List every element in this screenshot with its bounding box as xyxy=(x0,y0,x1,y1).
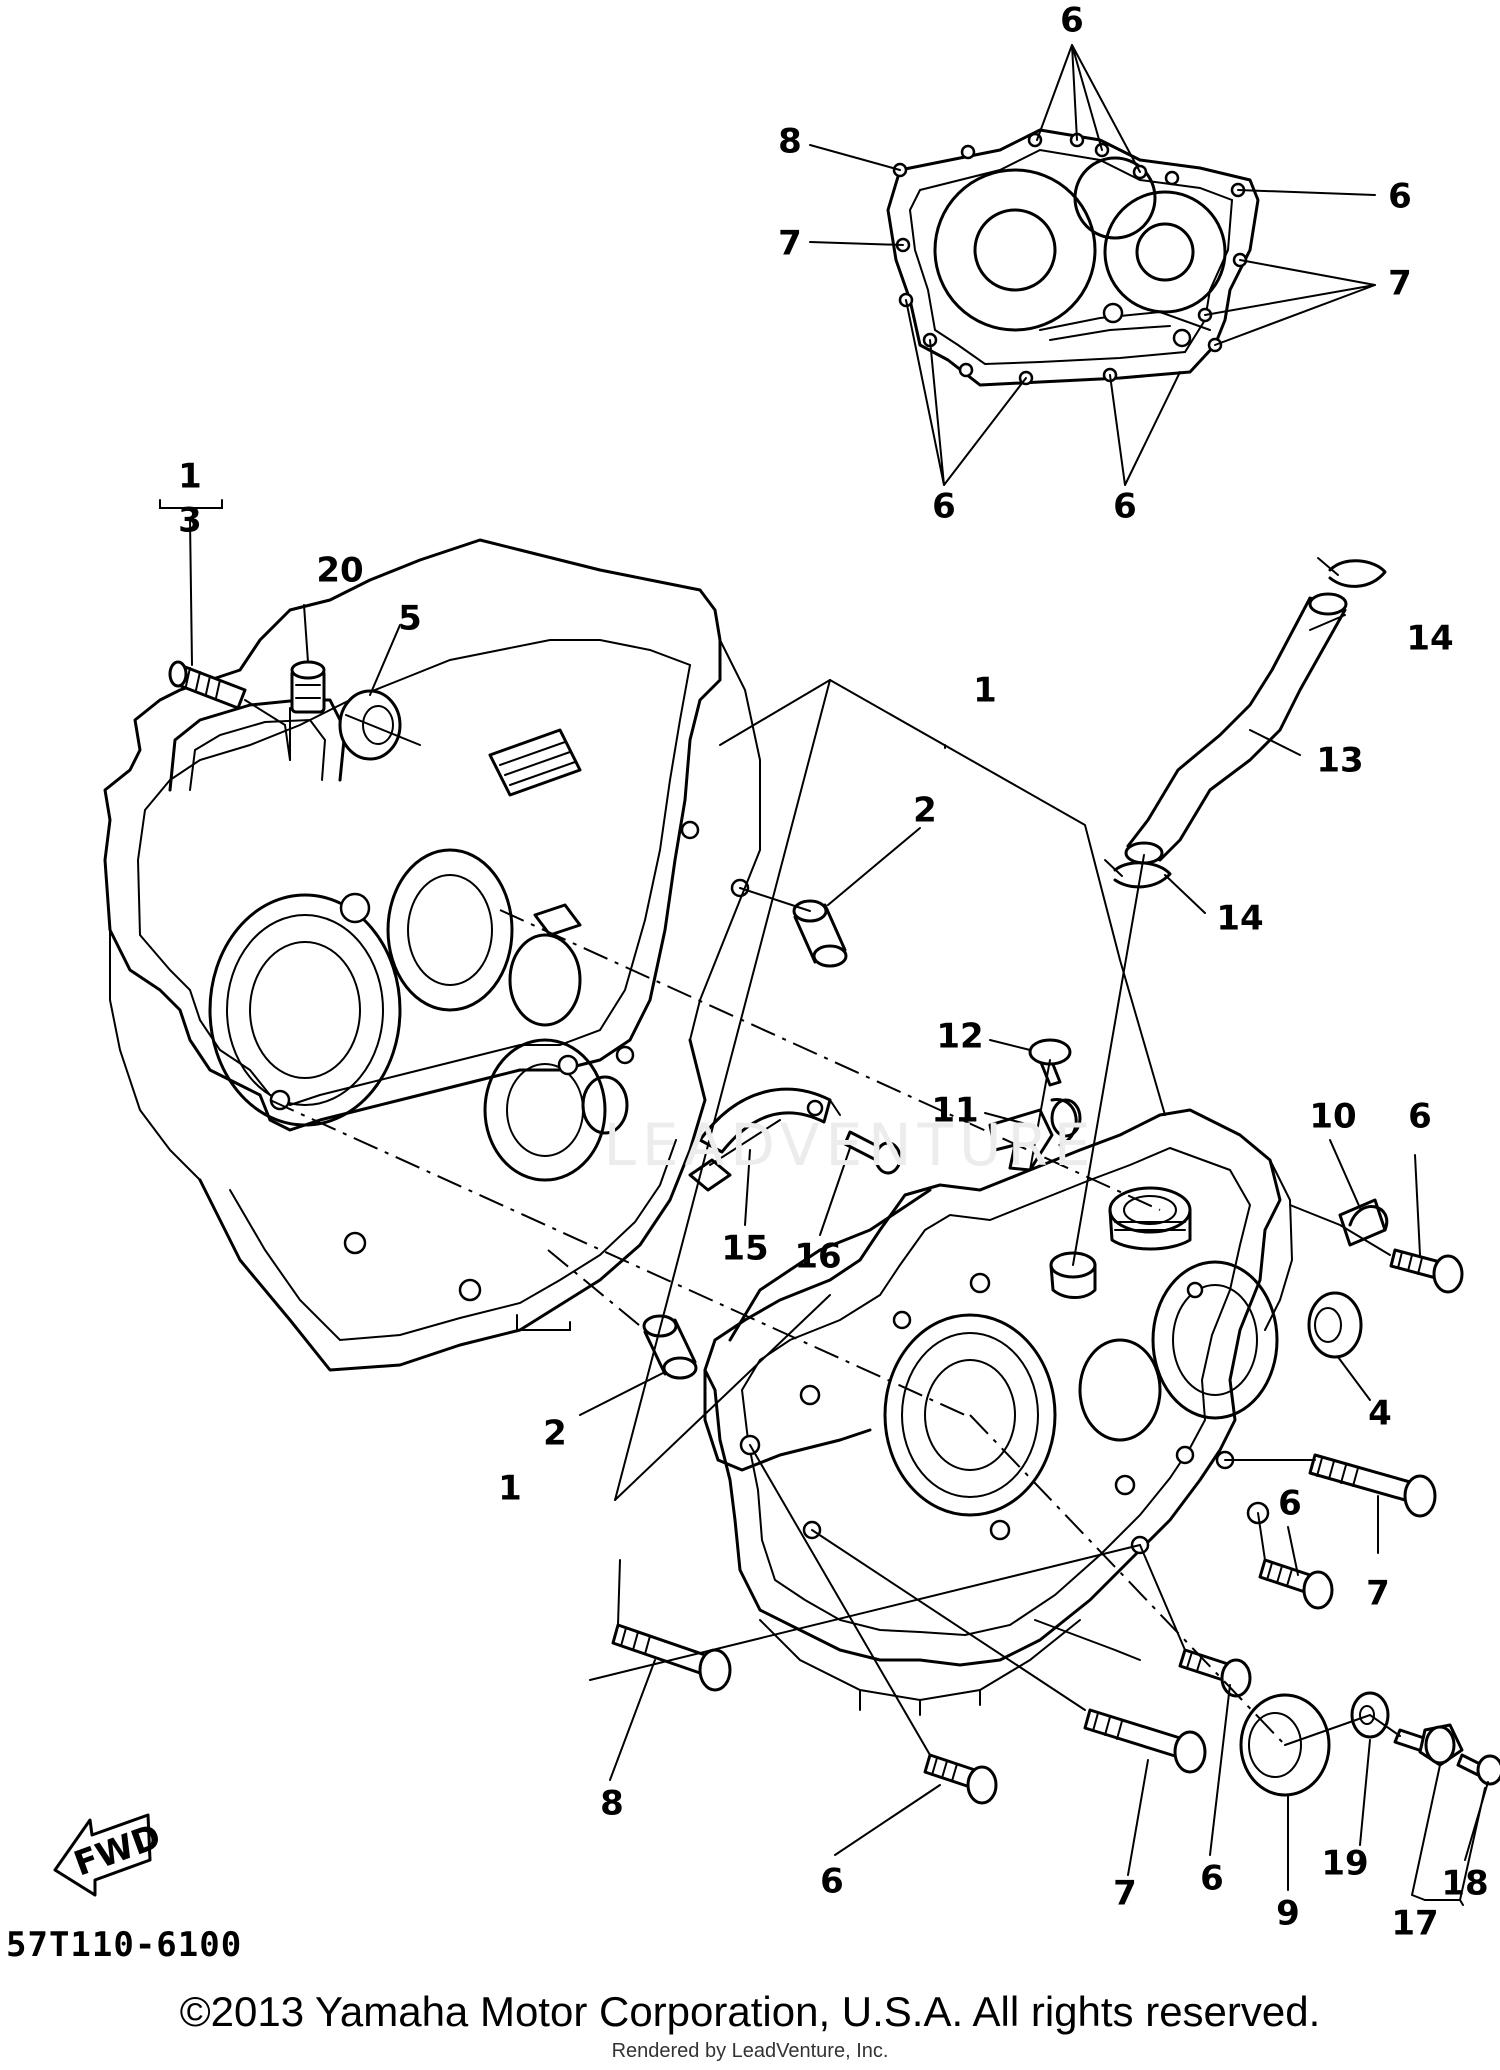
callout-14: 14 xyxy=(1216,899,1263,939)
copyright-notice: ©2013 Yamaha Motor Corporation, U.S.A. A… xyxy=(179,1988,1321,2035)
callout-5: 5 xyxy=(398,599,422,639)
callout-6: 6 xyxy=(932,487,956,527)
callout-9: 9 xyxy=(1276,1894,1300,1934)
hose-clip-lower xyxy=(1104,859,1172,889)
bolt-6-lower-right xyxy=(1178,1648,1252,1698)
stud-pipe xyxy=(168,660,247,710)
bolt-6-lower xyxy=(923,1753,998,1805)
plug xyxy=(290,660,326,714)
callout-2: 2 xyxy=(913,791,937,831)
callout-16: 16 xyxy=(794,1237,841,1277)
callout-17: 17 xyxy=(1391,1904,1438,1944)
screw-18 xyxy=(1456,1753,1500,1786)
callout-6: 6 xyxy=(820,1862,844,1902)
bolt-7-right xyxy=(1308,1453,1437,1518)
assembly-lines xyxy=(244,679,1401,1756)
callout-18: 18 xyxy=(1441,1864,1488,1904)
callout-4: 4 xyxy=(1368,1394,1392,1434)
callout-6: 6 xyxy=(1060,1,1084,41)
callout-13: 13 xyxy=(1316,741,1363,781)
bolt-6-right-mid xyxy=(1258,1558,1334,1610)
hose-clip-upper xyxy=(1317,557,1387,588)
callout-15: 15 xyxy=(721,1229,768,1269)
callout-2: 2 xyxy=(543,1414,567,1454)
callout-8: 8 xyxy=(600,1784,624,1824)
screw-16 xyxy=(843,1130,902,1175)
callout-10: 10 xyxy=(1309,1097,1356,1137)
callout-6: 6 xyxy=(1113,487,1137,527)
callout-11: 11 xyxy=(931,1091,978,1131)
callout-1: 1 xyxy=(178,457,202,497)
bolt-7-lower xyxy=(1083,1708,1207,1774)
callout-7: 7 xyxy=(778,224,802,264)
callout-14: 14 xyxy=(1406,619,1453,659)
left-crankcase-half xyxy=(103,538,761,1372)
dowel-pin-lower xyxy=(642,1314,698,1380)
callout-8: 8 xyxy=(778,122,802,162)
clamp-11 xyxy=(988,1098,1082,1172)
crankcase-inset-view xyxy=(809,44,1376,486)
drain-bolt xyxy=(1393,1723,1464,1767)
diagram-code: 57T110-6100 xyxy=(6,1925,243,1965)
callout-3: 3 xyxy=(178,501,202,541)
callout-12: 12 xyxy=(936,1017,983,1057)
breather-hose xyxy=(1124,592,1348,865)
fwd-arrow-icon: FWD xyxy=(53,1813,166,1897)
callout-6: 6 xyxy=(1388,177,1412,217)
leader-lines xyxy=(159,499,1489,1906)
right-crankcase-half xyxy=(703,1108,1294,1716)
callout-6: 6 xyxy=(1278,1484,1302,1524)
callout-1: 1 xyxy=(498,1469,522,1509)
bolt-8-lower xyxy=(611,1623,732,1692)
callout-19: 19 xyxy=(1321,1844,1368,1884)
watermark: LEADVENTURE xyxy=(604,1111,1097,1179)
callout-7: 7 xyxy=(1366,1574,1390,1614)
callout-labels: 6 8 6 7 7 6 6 1 3 20 5 1 2 14 13 14 12 1… xyxy=(178,1,1489,1944)
dowel-pin-upper xyxy=(792,899,848,968)
bolt-6-right-top xyxy=(1389,1248,1464,1294)
retainer-plate xyxy=(688,1087,832,1192)
clamp-10 xyxy=(1338,1198,1389,1247)
callout-6: 6 xyxy=(1408,1097,1432,1137)
oil-seal-right xyxy=(1307,1291,1363,1359)
callout-20: 20 xyxy=(316,551,363,591)
callout-7: 7 xyxy=(1388,264,1412,304)
rendered-by-credit: Rendered by LeadVenture, Inc. xyxy=(611,2040,889,2062)
callout-7: 7 xyxy=(1113,1874,1137,1914)
callout-6: 6 xyxy=(1200,1859,1224,1899)
callout-1: 1 xyxy=(973,671,997,711)
